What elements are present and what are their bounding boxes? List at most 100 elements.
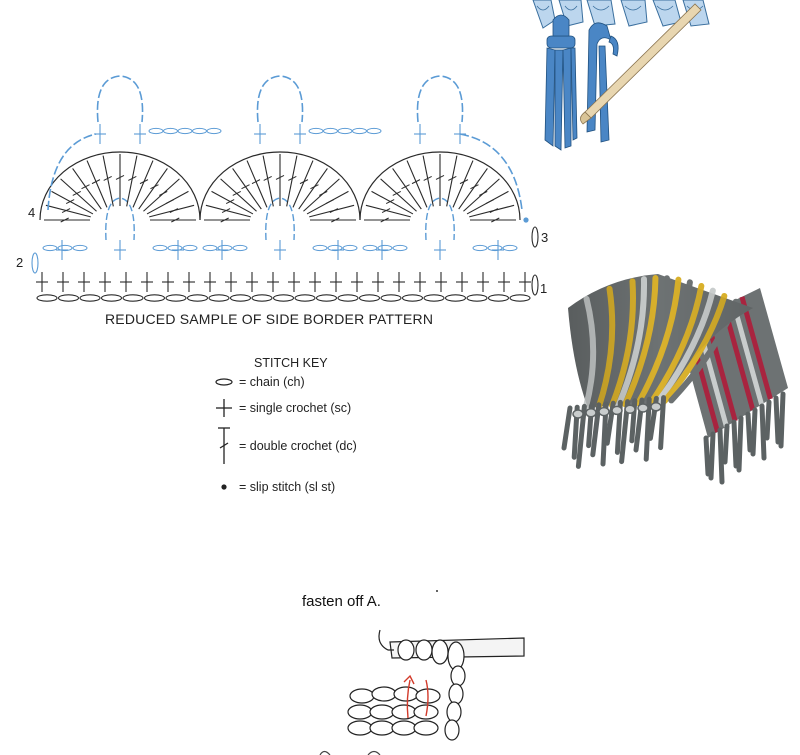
chain-stitch [57,294,80,302]
slip-stitch-icon [221,484,227,490]
chain-stitch [143,294,166,302]
dc-stitch [371,190,414,215]
chain-stitch-blue [362,244,378,252]
chain-stitch-blue [502,244,518,252]
chain-stitch [337,294,359,302]
dc-stitch [459,179,469,185]
key-row-slst: = slip stitch (sl st) [213,476,335,498]
dc-stitch [150,184,159,190]
scarf-fringe [773,395,781,445]
dc-stitch [288,176,297,181]
scarf-stripe [730,300,765,406]
chain-stitch [122,294,144,302]
dc-stitch [401,184,410,190]
dc-stitch [381,208,391,213]
slip-stitch-blue [523,217,529,223]
row-label-2: 2 [16,255,24,270]
key-label-dc: = double crochet (dc) [239,439,357,453]
scarf-photo [561,274,788,485]
dc-stitch [138,168,168,210]
chain-stitch-blue [366,127,382,135]
chain-stitch-blue [392,244,408,252]
key-label-sc: = single crochet (sc) [239,401,352,415]
fringe-knot [650,402,662,412]
chain-stitch-blue [57,244,73,252]
dc-stitch [325,199,335,204]
dc-stitch [422,155,434,207]
chain-stitch-blue [148,127,164,135]
dc-stitch [448,176,457,181]
dc-stitch [470,184,479,190]
fringe-hook-illustration [532,0,710,151]
dc-stitch [65,199,75,204]
chain-stitch [509,294,531,302]
chain-stitch [294,294,316,302]
fringe-knot [637,403,649,413]
chain-stitch [358,294,381,302]
dc-stitch [232,190,241,196]
key-row-chain: = chain (ch) [213,371,305,393]
dc-stitch [392,168,422,210]
scarf-fringe [722,423,730,465]
fringe-knot [611,405,623,416]
scarf-fringe [658,395,667,451]
scarf-shading [568,274,753,408]
fasten-off-illustration [347,629,525,741]
dc-stitch [463,178,500,212]
chain-stitch [251,294,273,302]
chain-stitch [466,294,488,302]
key-label-chain: = chain (ch) [239,375,305,389]
picot-arch-blue [416,75,464,123]
chain-stitch [315,294,338,302]
chain-arch-blue [265,197,295,241]
dc-stitch [211,190,254,215]
fringe-knot [585,408,597,418]
scarf-fringe [759,403,767,461]
scarf-fringe [575,403,587,469]
chain-stitch-blue [308,127,324,135]
chain-stitch [100,294,123,302]
scarf-fringe [750,407,758,457]
dc-stitch [45,204,91,218]
stitch-key-title: STITCH KEY [254,356,328,370]
turning-chain [531,226,539,248]
chain-stitch-blue [42,244,58,252]
chain-stitch [79,294,101,302]
turning-chain [531,274,539,296]
chain-stitch-blue [337,127,353,135]
key-label-slst: = slip stitch (sl st) [239,480,336,494]
dc-stitch [446,155,458,207]
scarf-fringe [731,419,739,469]
scarf-fringe [561,405,573,451]
chain-stitch-blue [327,244,343,252]
chain-arch-blue [105,197,135,241]
dc-stitch [102,155,114,207]
dc-stitch [435,174,445,180]
dc-stitch [380,217,389,223]
fringe-knot [598,406,610,417]
dc-stitch [115,174,125,180]
dc-stitch [489,208,499,213]
dc-stitch [452,160,474,208]
dc-stitch [275,174,285,180]
dc-stitch [205,204,251,218]
cutoff-text-fragment [319,750,381,755]
chain-stitch [423,294,445,302]
chain-icon [215,378,233,386]
dc-stitch [220,178,257,212]
chain-stitch-blue [177,127,193,135]
dc-stitch [458,168,488,210]
dc-stitch [406,160,428,208]
dc-stitch [491,217,500,223]
scarf-fringe [778,391,786,449]
dc-stitch [165,199,175,204]
chain-stitch [186,294,209,302]
dc-stitch [251,179,261,185]
crochet-chart [31,75,539,302]
dc-stitch [126,155,138,207]
scarf-fringe [708,431,716,481]
dc-stitch [51,190,94,215]
chain-stitch-blue [152,244,168,252]
dc-stitch [329,208,339,213]
dc-stitch [171,217,180,223]
